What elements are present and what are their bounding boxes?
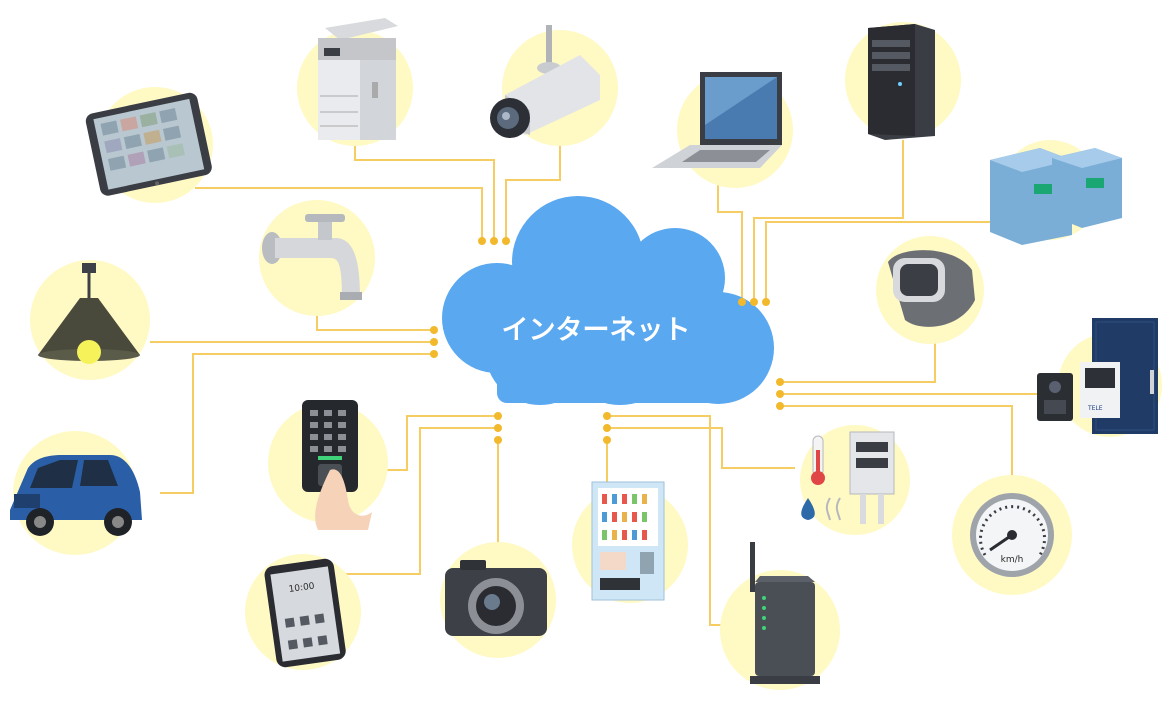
- keypad-lock-icon: [302, 400, 372, 530]
- tablet-icon: [85, 92, 212, 196]
- digital-camera-icon: [445, 560, 547, 636]
- line-keypad: [385, 415, 498, 471]
- line-server: [753, 140, 904, 302]
- line-printer: [354, 145, 495, 240]
- faucet-icon: [262, 214, 362, 300]
- car-icon: [10, 455, 142, 536]
- thermo-hygrometer-icon: [801, 431, 895, 524]
- smartwatch-icon: [888, 250, 975, 327]
- svg-text:TELE: TELE: [1087, 405, 1103, 412]
- junction-dots: [430, 237, 784, 444]
- ceiling-lamp-icon: [38, 263, 140, 364]
- security-camera-icon: [490, 25, 600, 138]
- line-security-camera: [505, 145, 561, 240]
- internet-cloud: [442, 196, 774, 405]
- intercom-icon: TELE: [1037, 318, 1158, 434]
- line-speedometer: [780, 405, 1013, 485]
- line-smartwatch: [780, 340, 936, 383]
- line-laptop: [717, 175, 743, 302]
- connector-lines: [150, 140, 1037, 626]
- line-faucet: [316, 315, 433, 331]
- laptop-icon: [652, 72, 782, 168]
- server-tower-icon: [868, 24, 935, 140]
- line-car: [160, 353, 433, 494]
- cloud-label: インターネット: [502, 315, 691, 346]
- line-ticket-gate: [765, 221, 990, 302]
- line-tablet: [195, 187, 483, 240]
- phone-clock: 10:00: [288, 581, 315, 595]
- wifi-router-icon: [750, 542, 820, 684]
- ticket-gate-icon: [990, 148, 1122, 245]
- line-thermometer: [607, 427, 795, 469]
- speedometer-unit: km/h: [1001, 555, 1024, 565]
- line-smartphone: [345, 427, 498, 575]
- smartphone-icon: 10:00: [264, 558, 346, 668]
- line-router: [607, 415, 728, 626]
- speedometer-icon: km/h: [970, 493, 1054, 577]
- vending-machine-icon: [591, 481, 665, 601]
- multifunction-printer-icon: [318, 18, 398, 140]
